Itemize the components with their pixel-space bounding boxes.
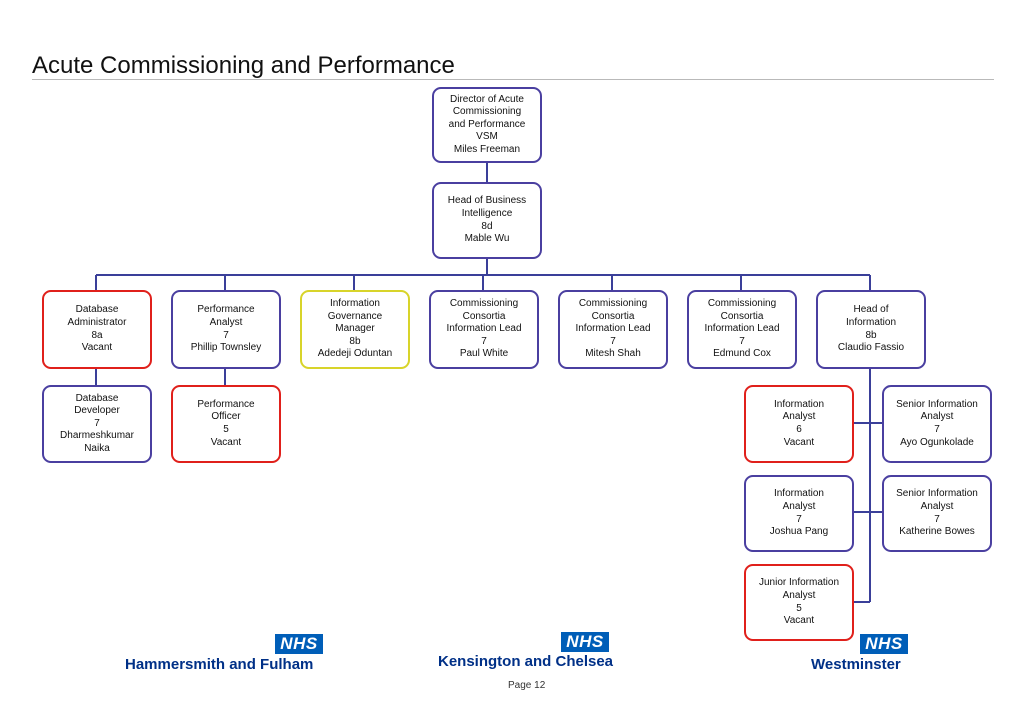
node-text-line: 5 bbox=[223, 424, 229, 435]
node-text-line: Director of Acute bbox=[450, 93, 524, 105]
node-text-line: Consortia bbox=[591, 310, 635, 322]
node-text-line: Katherine Bowes bbox=[899, 526, 975, 538]
node-text-line: 7 bbox=[481, 335, 487, 347]
node-text-line: Analyst bbox=[209, 316, 243, 328]
node-text-line: Information bbox=[329, 298, 380, 310]
node-text-line: 8a bbox=[91, 329, 103, 341]
node-text-line: Head of bbox=[853, 304, 889, 316]
node-text-line: VSM bbox=[476, 131, 498, 143]
node-text-line: Dharmeshkumar bbox=[60, 430, 134, 442]
node-text-line: Performance bbox=[197, 398, 255, 410]
node-text-line: 7 bbox=[934, 424, 940, 435]
node-text-line: Junior Information bbox=[758, 577, 840, 589]
node-text-line: Intelligence bbox=[461, 207, 513, 219]
node-text-line: Commissioning bbox=[449, 298, 519, 310]
org-name: Westminster bbox=[811, 656, 901, 673]
org-name: Hammersmith and Fulham bbox=[125, 656, 314, 673]
node-text-line: 7 bbox=[610, 335, 616, 347]
node-text-line: Commissioning bbox=[707, 298, 777, 310]
nhs-badge: NHS bbox=[275, 634, 323, 654]
node-text-line: Information Lead bbox=[704, 323, 780, 335]
node-text-line: 8b bbox=[349, 335, 361, 347]
node-text-line: Vacant bbox=[783, 436, 815, 448]
node-text-line: Vacant bbox=[210, 436, 242, 448]
node-text-line: 6 bbox=[796, 424, 802, 435]
node-text-line: Analyst bbox=[782, 500, 816, 512]
node-text-line: Vacant bbox=[783, 615, 815, 627]
node-text-line: Miles Freeman bbox=[453, 143, 521, 155]
node-text-line: Governance bbox=[327, 310, 383, 322]
node-text-line: 7 bbox=[739, 335, 745, 347]
node-text-line: Commissioning bbox=[578, 298, 648, 310]
node-text-line: Developer bbox=[74, 405, 120, 417]
node-text-line: Database bbox=[75, 304, 119, 316]
node-text-line: 5 bbox=[796, 602, 802, 614]
node-text-line: Naika bbox=[84, 442, 110, 454]
node-text-line: 7 bbox=[796, 513, 802, 525]
node-text-line: Analyst bbox=[920, 411, 954, 423]
node-text-line: Database bbox=[75, 392, 119, 404]
node-text-line: Analyst bbox=[920, 500, 954, 512]
node-text-line: 8d bbox=[481, 220, 493, 232]
node-text-line: 7 bbox=[94, 417, 100, 429]
node-text-line: Administrator bbox=[67, 316, 127, 328]
node-text-line: Information bbox=[845, 316, 897, 328]
node-text-line: Head of Business bbox=[447, 195, 527, 207]
node-text-line: Information Lead bbox=[575, 323, 651, 335]
node-text-line: Adedeji Oduntan bbox=[317, 348, 393, 360]
node-text-line: Information bbox=[773, 488, 824, 500]
page-title: Acute Commissioning and Performance bbox=[32, 52, 455, 79]
node-text-line: Information Lead bbox=[446, 323, 522, 335]
node-text-line: Commissioning bbox=[452, 106, 522, 118]
node-text-line: Phillip Townsley bbox=[190, 342, 262, 354]
node-text-line: Edmund Cox bbox=[713, 348, 771, 360]
node-text-line: Claudio Fassio bbox=[837, 342, 905, 354]
node-text-line: Mitesh Shah bbox=[585, 348, 641, 360]
page-number: Page 12 bbox=[508, 680, 546, 691]
node-text-line: and Performance bbox=[448, 118, 526, 130]
title-divider bbox=[32, 79, 994, 80]
org-name: Kensington and Chelsea bbox=[438, 653, 614, 670]
node-text-line: 7 bbox=[223, 329, 229, 341]
node-text-line: Ayo Ogunkolade bbox=[900, 436, 974, 448]
node-text-line: Paul White bbox=[459, 348, 509, 360]
node-text-line: Joshua Pang bbox=[769, 526, 829, 538]
node-text-line: Vacant bbox=[81, 342, 113, 354]
node-text-line: Manager bbox=[335, 323, 375, 335]
node-text-line: Information bbox=[773, 398, 825, 410]
node-text-line: Performance bbox=[197, 304, 255, 316]
node-text-line: Officer bbox=[211, 411, 241, 423]
node-text-line: Consortia bbox=[720, 310, 764, 322]
nhs-badge: NHS bbox=[860, 634, 908, 654]
nhs-badge: NHS bbox=[561, 632, 609, 652]
node-text-line: Consortia bbox=[462, 310, 506, 322]
node-text-line: 8b bbox=[865, 329, 877, 341]
node-text-line: Senior Information bbox=[896, 488, 978, 500]
node-text-line: Analyst bbox=[782, 589, 816, 601]
node-text-line: Mable Wu bbox=[464, 233, 510, 245]
node-text-line: 7 bbox=[934, 513, 940, 525]
node-text-line: Senior Information bbox=[896, 398, 978, 410]
node-text-line: Analyst bbox=[782, 411, 816, 423]
